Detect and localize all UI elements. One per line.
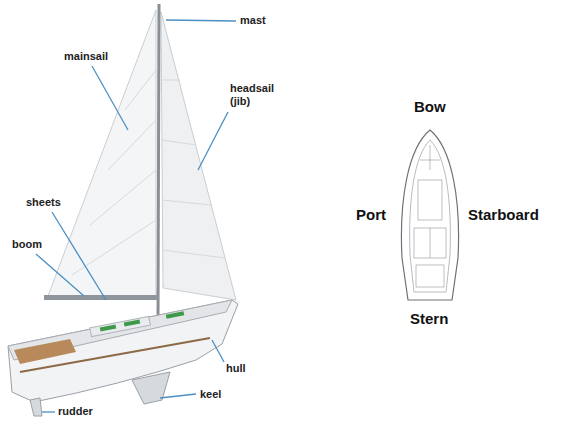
- cabin-top: [90, 316, 151, 336]
- seam: [90, 170, 156, 225]
- leader-line: [92, 66, 128, 130]
- detail-rect: [416, 265, 444, 287]
- keel-fin: [132, 372, 170, 404]
- leader-line: [42, 411, 55, 412]
- leader-lines: [36, 20, 236, 412]
- part-label: boom: [12, 238, 42, 251]
- hull-shape: [8, 300, 238, 402]
- cushion: [124, 320, 140, 327]
- direction-label: Stern: [410, 310, 448, 327]
- part-label: headsail (jib): [230, 82, 274, 107]
- leader-line: [160, 394, 196, 398]
- direction-label: Starboard: [468, 206, 539, 223]
- seam: [72, 220, 156, 275]
- cushion: [166, 311, 184, 318]
- hull-stripe: [20, 338, 210, 372]
- seam: [162, 250, 225, 258]
- cushion: [100, 325, 116, 332]
- seam: [162, 80, 180, 81]
- leader-line: [198, 112, 228, 170]
- leader-line: [166, 20, 236, 21]
- headsail-shape: [161, 12, 236, 300]
- detail-line: [420, 160, 440, 161]
- seam: [108, 120, 156, 170]
- sail-seams: [72, 70, 156, 275]
- part-label: mainsail: [64, 50, 108, 63]
- detail-line: [430, 228, 431, 258]
- sail-seams: [162, 80, 225, 258]
- direction-label: Bow: [414, 98, 446, 115]
- part-label: sheets: [26, 196, 61, 209]
- top-view-deck: [410, 140, 451, 292]
- detail-rect: [418, 180, 442, 220]
- direction-label: Port: [356, 206, 386, 223]
- detail-line: [430, 145, 431, 170]
- seam: [162, 140, 196, 145]
- seam: [162, 200, 211, 205]
- top-view-details: [414, 145, 446, 287]
- part-label: mast: [240, 14, 266, 27]
- leader-line: [52, 212, 106, 300]
- leader-line: [212, 340, 224, 362]
- cockpit-floor: [14, 339, 76, 364]
- part-label: keel: [200, 388, 221, 401]
- boom-spar: [44, 295, 159, 300]
- part-label: hull: [226, 362, 246, 375]
- leader-line: [36, 254, 84, 296]
- seam: [125, 70, 156, 110]
- mast-pole: [158, 4, 159, 318]
- detail-rect: [414, 228, 446, 258]
- top-view-hull: [401, 130, 458, 300]
- rudder-blade: [30, 398, 42, 416]
- mainsail-shape: [48, 10, 156, 296]
- part-label: rudder: [58, 405, 93, 418]
